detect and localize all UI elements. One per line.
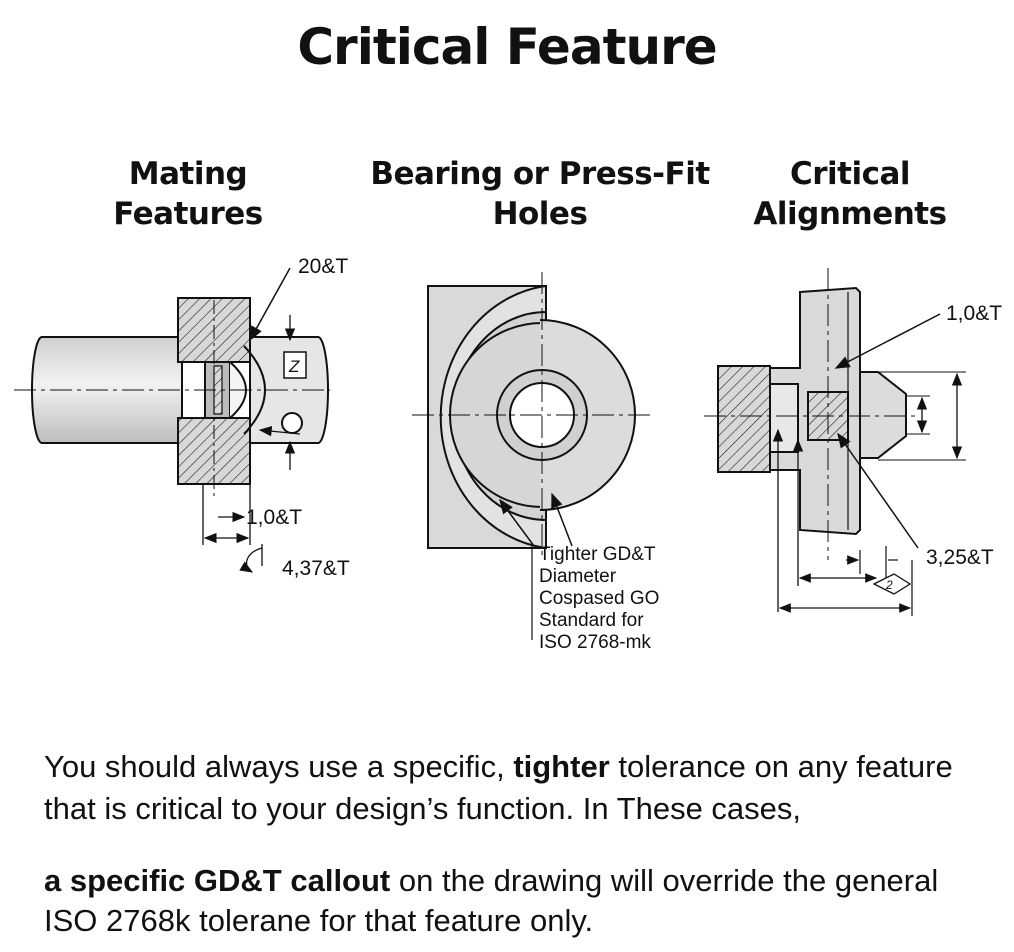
paragraph-2-line-2: ISO 2768k tolerane for that feature only…: [44, 903, 594, 938]
mating-datum-label: Z: [288, 357, 300, 376]
note-line: Standard for: [539, 610, 644, 631]
page-title: Critical Feature: [297, 18, 717, 76]
heading-line: Critical: [789, 156, 911, 192]
paragraph-2-line-1: a specific GD&T callout on the drawing w…: [44, 861, 938, 901]
heading-line: Features: [113, 196, 263, 232]
bearing-holes-heading: Bearing or Press-Fit Holes: [360, 154, 720, 234]
paragraph-text: You should always use a specific,: [44, 749, 514, 784]
critical-alignments-heading: Critical Alignments: [740, 154, 960, 234]
emphasis-text: tighter: [513, 749, 610, 784]
alignment-datum-label: 2: [885, 578, 893, 592]
mating-features-heading: Mating Features: [88, 154, 288, 234]
technical-drawings: 20&T Z 1,0&T 4,37&T Tighter GD&T Diamete…: [14, 255, 1002, 653]
note-line: Diameter: [539, 566, 617, 587]
heading-line: Mating: [128, 156, 248, 192]
mating-top-callout: 20&T: [298, 255, 348, 278]
alignment-bottom-callout: 3,25&T: [926, 546, 994, 569]
heading-line: Holes: [492, 196, 588, 232]
alignment-top-callout: 1,0&T: [946, 302, 1002, 325]
bearing-note: Tighter GD&T Diameter Cospased GO Standa…: [539, 544, 659, 653]
paragraph-1-line-1: You should always use a specific, tighte…: [44, 747, 953, 787]
mating-feature-drawing: [14, 267, 330, 573]
emphasis-text: a specific GD&T callout: [44, 863, 391, 898]
paragraph-1-line-2: that is critical to your design’s functi…: [44, 791, 802, 826]
heading-line: Bearing or Press-Fit: [370, 156, 710, 192]
heading-line: Alignments: [753, 196, 947, 232]
alignment-drawing: [704, 268, 966, 616]
note-line: Cospased GO: [539, 588, 659, 609]
bearing-hole-drawing: [412, 272, 652, 640]
paragraph-text: on the drawing will override the general: [390, 863, 939, 898]
mating-angle-callout: 4,37&T: [282, 557, 350, 580]
note-line: ISO 2768-mk: [539, 632, 651, 653]
mating-bottom-callout: 1,0&T: [246, 506, 302, 529]
note-line: Tighter GD&T: [539, 544, 656, 565]
paragraph-text: tolerance on any feature: [609, 749, 953, 784]
